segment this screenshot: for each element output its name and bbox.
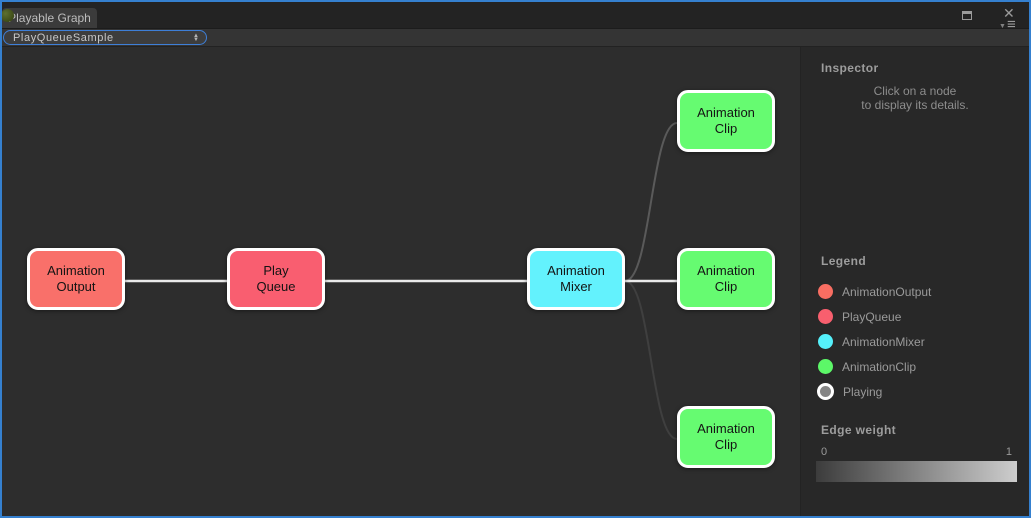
node-label: Mixer [560,279,592,294]
edge-mixer-to-clip-bottom [624,280,678,440]
node-label: Clip [714,121,738,136]
tab-playable-graph[interactable]: Playable Graph [2,8,97,28]
node-play-queue[interactable]: Play Queue [227,248,325,310]
maximize-icon[interactable] [962,11,972,20]
legend-item-animation-output: AnimationOutput [801,279,1029,304]
legend-item-play-queue: PlayQueue [801,304,1029,329]
graph-edges [125,122,678,440]
titlebar: Playable Graph ✕ ▼ ≡ [2,2,1029,33]
legend-label: PlayQueue [842,309,902,324]
node-label: Animation [697,421,755,436]
node-label: Output [56,279,96,294]
toolbar: PlayQueueSample ▲ ▼ [2,29,1029,47]
legend-dot-animation-output [818,284,833,299]
node-label: Animation [547,263,605,278]
legend-section: Legend AnimationOutput PlayQueue Animati… [801,254,1029,404]
node-label: Queue [256,279,296,294]
node-label: Animation [47,263,105,278]
legend-item-animation-mixer: AnimationMixer [801,329,1029,354]
node-animation-clip-top[interactable]: Animation Clip [677,90,775,152]
graph-selector-value: PlayQueueSample [13,31,114,44]
node-animation-clip-middle[interactable]: Animation Clip [677,248,775,310]
inspector-title: Inspector [821,61,879,75]
edge-weight-min-label: 0 [821,446,828,458]
legend-label: AnimationClip [842,359,917,374]
inspector-hint: Click on a node to display its details. [801,84,1029,112]
edge-mixer-to-clip-top [624,122,678,282]
inspector-hint-line1: Click on a node [873,84,957,98]
node-label: Animation [697,105,755,120]
node-animation-clip-bottom[interactable]: Animation Clip [677,406,775,468]
legend-dot-animation-clip [818,359,833,374]
legend-dot-play-queue [818,309,833,324]
node-animation-output[interactable]: Animation Output [27,248,125,310]
graph-canvas[interactable]: Animation Output Play Queue Animation Mi… [2,47,800,516]
edge-weight-gradient [816,461,1017,482]
node-label: Animation [697,263,755,278]
node-label: Clip [714,437,738,452]
legend-label: Playing [843,384,883,399]
arrow-down-icon: ▼ [193,36,199,43]
graph-selector-dropdown[interactable]: PlayQueueSample ▲ ▼ [3,30,207,45]
edge-weight-section: Edge weight 0 1 [816,423,1017,482]
legend-label: AnimationMixer [842,334,925,349]
node-label: Clip [714,279,738,294]
inspector-hint-line2: to display its details. [861,98,969,112]
legend-item-playing: Playing [801,379,1029,404]
legend-dot-animation-mixer [818,334,833,349]
legend-item-animation-clip: AnimationClip [801,354,1029,379]
legend-title: Legend [821,254,867,268]
edge-weight-title: Edge weight [821,423,897,437]
sidebar: Inspector Click on a node to display its… [800,47,1029,516]
node-animation-mixer[interactable]: Animation Mixer [527,248,625,310]
updown-arrows-icon: ▲ ▼ [186,32,206,43]
arrow-up-icon: ▲ [193,32,199,39]
dropdown-triangle-icon: ▼ [999,22,1006,30]
close-icon[interactable]: ✕ [1003,5,1015,21]
window-menu-button[interactable]: ▼ ≡ [999,16,1016,33]
legend-label: AnimationOutput [842,284,932,299]
inspector-section: Inspector Click on a node to display its… [801,61,1029,112]
legend-dot-playing [817,383,834,400]
edge-weight-max-label: 1 [1005,446,1012,458]
cursor-dot [2,9,14,22]
node-label: Play [263,263,289,278]
hamburger-menu-icon: ≡ [1006,16,1016,33]
